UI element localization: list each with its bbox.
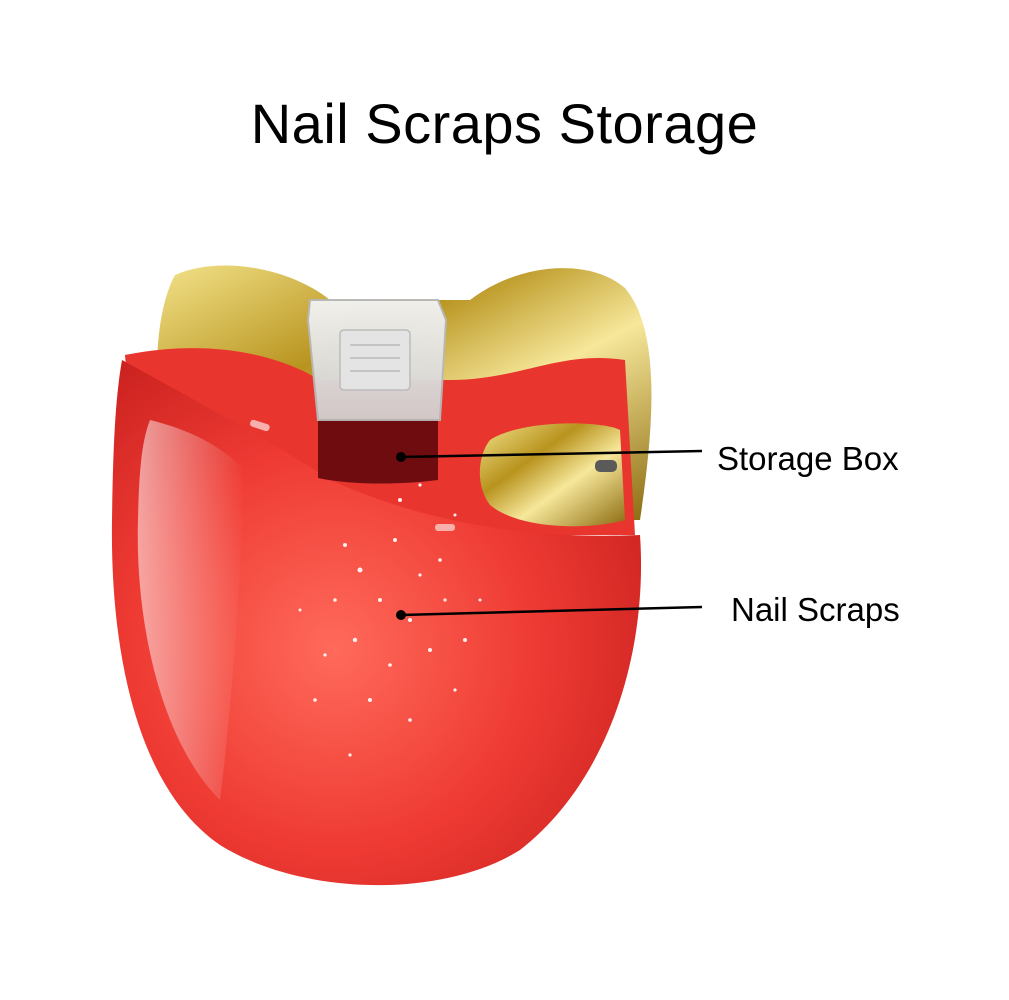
- lower-body: [111, 360, 642, 886]
- nail-scraps-leader: [400, 605, 703, 617]
- storage-box-window: [318, 420, 438, 484]
- clear-cover-inner: [339, 329, 411, 391]
- page-title: Nail Scraps Storage: [250, 92, 759, 155]
- indicator-slot-2: [435, 524, 455, 531]
- storage-box-dot: [396, 452, 406, 462]
- nail-scraps-label: Nail Scraps: [731, 591, 900, 628]
- nail-scraps-dot: [396, 610, 406, 620]
- body-highlight: [137, 420, 245, 800]
- charging-port: [595, 460, 617, 472]
- storage-box-label: Storage Box: [717, 440, 899, 477]
- side-button: [479, 423, 625, 527]
- storage-box-leader: [400, 449, 703, 459]
- nail-scraps-specks: [298, 483, 482, 757]
- indicator-slot-1: [250, 419, 270, 432]
- callout-lines: [396, 449, 703, 620]
